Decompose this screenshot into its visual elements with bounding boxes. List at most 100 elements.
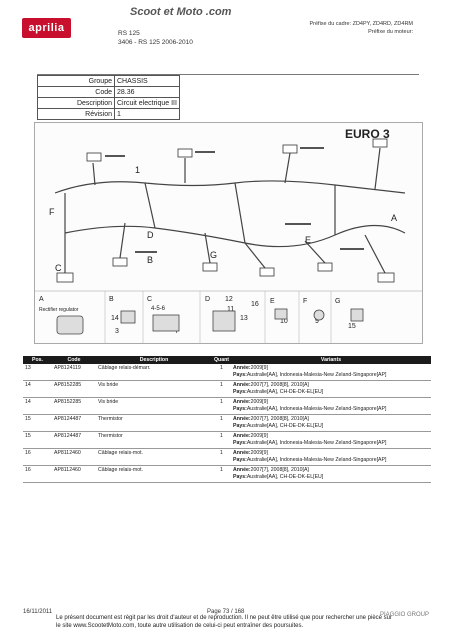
part-quantity: 1 [212,448,231,466]
info-row-code: Code 28.36 [37,86,180,98]
piaggio-logo: PIAGGIO GROUP [380,612,430,618]
part-quantity: 1 [212,364,231,381]
inset-label: 7 [175,328,179,335]
variant-year-label: Année: [233,416,251,422]
variant-country-label: Pays: [233,389,247,395]
euro-label: EURO 3 [345,127,390,141]
table-row: 16 AP8112460 Câblage relais-mot. 1 Année… [23,465,431,483]
variant-country-value: Australie[AA], CH-DE-DK-EL[EU] [246,389,324,395]
variant-country-value: Australie[AA], Indonesia-Malesia-New Zel… [246,457,387,463]
inset-label: 10 [280,318,288,325]
info-value: CHASSIS [114,75,180,87]
variant-year-label: Année: [233,433,251,439]
variant-year-value: 2009[9] [250,399,268,405]
inset-label: 15 [348,323,356,330]
info-label: Code [37,86,115,98]
variant-year-label: Année: [233,382,251,388]
inset-label: 13 [240,315,248,322]
inset-label: 16 [251,301,259,308]
info-label: Groupe [37,75,115,87]
variant-country-value: Australie[AA], Indonesia-Malesia-New Zel… [246,372,387,378]
part-variants: Année:2009[9] Pays:Australie[AA], Indone… [231,397,431,415]
variant-year: Année:2009[9] [233,450,429,457]
part-variants: Année:2009[9] Pays:Australie[AA], Indone… [231,448,431,466]
header-description: Description [96,356,212,364]
footer-date: 16/11/2011 [23,609,53,615]
part-pos: 14 [23,380,52,398]
table-row: 16 AP8112460 Câblage relais-mot. 1 Année… [23,448,431,466]
aprilia-logo: aprilia [22,18,71,38]
site-logo: Scoot et Moto .com [130,6,232,18]
variant-year: Année:2007[7], 2008[8], 2010[A] [233,416,429,423]
inset-label: 14 [111,315,119,322]
inset-label: D [205,296,210,303]
variant-year-value: 2009[9] [250,450,268,456]
part-pos: 14 [23,397,52,415]
diagram-label: F [49,207,55,217]
part-code: AP8124487 [52,431,96,449]
variant-year-value: 2009[9] [250,365,268,371]
variant-country-label: Pays: [233,406,247,412]
variant-country-label: Pays: [233,423,247,429]
part-description: Câblage relais-démarr. [96,364,212,381]
part-description: Thermistor [96,414,212,432]
info-label: Description [37,97,115,109]
variant-year-value: 2007[7], 2008[8], 2010[A] [250,467,309,473]
variant-country-value: Australie[AA], CH-DE-DK-EL[EU] [246,474,324,480]
variant-country: Pays:Australie[AA], Indonesia-Malesia-Ne… [233,406,429,413]
variant-country: Pays:Australie[AA], CH-DE-DK-EL[EU] [233,389,429,396]
model-range: 3406 - RS 125 2006-2010 [118,39,193,46]
part-variants: Année:2009[9] Pays:Australie[AA], Indone… [231,431,431,449]
inset-label: 9 [315,318,319,325]
part-code: AP8124119 [52,364,96,381]
variant-year: Année:2009[9] [233,433,429,440]
variant-year-value: 2009[9] [250,433,268,439]
header-pos: Pos. [23,356,52,364]
header-quantity: Quant [212,356,231,364]
inset-label: A [39,296,44,303]
part-code: AP8112460 [52,465,96,483]
info-value: Circuit electrique III [114,97,180,109]
part-variants: Année:2007[7], 2008[8], 2010[A] Pays:Aus… [231,465,431,483]
table-row: 15 AP8124487 Thermistor 1 Année:2007[7],… [23,414,431,432]
info-value: 1 [114,108,180,120]
inset-label: 4-5-6 [151,306,166,312]
part-quantity: 1 [212,414,231,432]
part-pos: 16 [23,465,52,483]
part-variants: Année:2007[7], 2008[8], 2010[A] Pays:Aus… [231,380,431,398]
variant-year-value: 2007[7], 2008[8], 2010[A] [250,382,309,388]
inset-label: 12 [225,296,233,303]
prefix-info: Préfixe du cadre: ZD4PY, ZD4RD, ZD4RM Pr… [309,21,413,36]
part-code: AP8152285 [52,380,96,398]
info-table: Groupe CHASSIS Code 28.36 Description Ci… [37,75,180,120]
part-quantity: 1 [212,465,231,483]
page-number: Page 73 / 168 [207,609,245,615]
variant-country-value: Australie[AA], Indonesia-Malesia-New Zel… [246,406,387,412]
inset-label: Rectifier regulator [39,307,79,313]
part-pos: 13 [23,364,52,381]
part-quantity: 1 [212,380,231,398]
table-row: 14 AP8152285 Vis bride 1 Année:2009[9] P… [23,397,431,415]
engine-prefix: Préfixe du moteur: [368,28,413,35]
variant-country-label: Pays: [233,440,247,446]
diagram-label: A [391,213,397,223]
parts-table: Pos. Code Description Quant Variants 13 … [23,356,431,483]
variant-country: Pays:Australie[AA], Indonesia-Malesia-Ne… [233,372,429,379]
diagram-label: D [147,230,154,240]
inset-label: G [335,298,340,305]
part-description: Câblage relais-mot. [96,465,212,483]
info-row-groupe: Groupe CHASSIS [37,75,180,87]
part-pos: 15 [23,431,52,449]
table-row: 13 AP8124119 Câblage relais-démarr. 1 An… [23,364,431,381]
variant-country-value: Australie[AA], CH-DE-DK-EL[EU] [246,423,324,429]
part-variants: Année:2009[9] Pays:Australie[AA], Indone… [231,364,431,381]
variant-country: Pays:Australie[AA], CH-DE-DK-EL[EU] [233,474,429,481]
model-name: RS 125 [118,30,140,37]
part-code: AP8124487 [52,414,96,432]
part-description: Vis bride [96,380,212,398]
diagram-label: G [210,250,217,260]
info-label: Révision [37,108,115,120]
diagram-label: C [55,263,62,273]
table-row: 14 AP8152285 Vis bride 1 Année:2007[7], … [23,380,431,398]
inset-label: E [270,298,275,305]
